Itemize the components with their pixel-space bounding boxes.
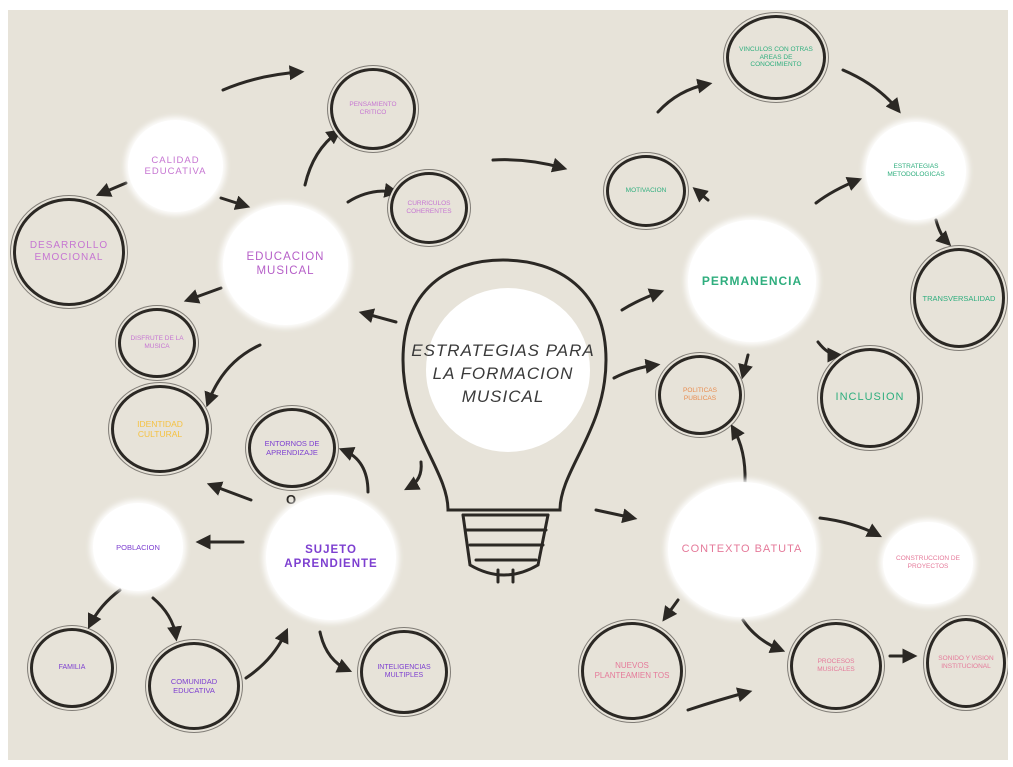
node-curriculos-coherentes[interactable]: CURRICULOS COHERENTES [390,172,468,244]
node-politicas-publicas[interactable]: POLITICAS PUBLICAS [658,355,742,435]
node-label: SONIDO Y VISION INSTITUCIONAL [938,655,994,670]
node-vinculos[interactable]: VINCULOS CON OTRAS AREAS DE CONOCIMIENTO [726,15,826,100]
node-educacion-musical[interactable]: EDUCACION MUSICAL [223,205,348,325]
node-construccion-proyectos[interactable]: CONSTRUCCION DE PROYECTOS [883,522,973,604]
node-label: SUJETO APRENDIENTE [284,543,378,570]
node-poblacion[interactable]: POBLACION [93,503,183,591]
node-sujeto-aprendiente[interactable]: SUJETO APRENDIENTE [266,495,396,620]
node-nuevos-planteamientos[interactable]: NUEVOS PLANTEAMIEN TOS [581,622,683,720]
node-inteligencias-multiples[interactable]: INTELIGENCIAS MULTIPLES [360,630,448,714]
node-desarrollo-emocional[interactable]: DESARROLLO EMOCIONAL [13,198,125,306]
node-label: IDENTIDAD CULTURAL [137,418,183,439]
node-label: EDUCACION MUSICAL [246,251,325,277]
central-title: ESTRATEGIAS PARA LA FORMACION MUSICAL [411,341,595,406]
node-label: MOTIVACION [625,187,667,195]
node-label: INCLUSION [835,391,905,404]
node-label: NUEVOS PLANTEAMIEN TOS [594,661,670,680]
node-procesos-musicales[interactable]: PROCESOS MUSICALES [790,622,882,710]
node-calidad-educativa[interactable]: CALIDAD EDUCATIVA [128,120,223,212]
node-label: DISFRUTE DE LA MUSICA [130,335,184,350]
node-label: COMUNIDAD EDUCATIVA [170,677,218,695]
node-sonido-vision[interactable]: SONIDO Y VISION INSTITUCIONAL [926,618,1006,708]
node-label: DESARROLLO EMOCIONAL [29,240,109,263]
node-label: PENSAMIENTO CRITICO [349,101,397,116]
lightbulb-icon [401,258,608,584]
node-transversalidad[interactable]: TRANSVERSALIDAD [913,248,1005,348]
node-label: INTELIGENCIAS MULTIPLES [377,663,431,679]
connector-layer [87,65,952,712]
node-contexto-batuta[interactable]: CONTEXTO BATUTA [668,482,816,617]
node-permanencia[interactable]: PERMANENCIA [688,220,816,342]
node-disfrute-musica[interactable]: DISFRUTE DE LA MUSICA [118,308,196,378]
o-label: O [286,492,297,507]
node-label: CURRICULOS COHERENTES [406,200,452,215]
node-label: ENTORNOS DE APRENDIZAJE [264,439,320,457]
node-motivacion[interactable]: MOTIVACION [606,155,686,227]
node-label: POBLACION [116,542,160,552]
node-pensamiento-critico[interactable]: PENSAMIENTO CRITICO [330,68,416,150]
mind-map-canvas: ESTRATEGIAS PARA LA FORMACION MUSICAL ED… [8,10,1008,760]
node-comunidad-educativa[interactable]: COMUNIDAD EDUCATIVA [148,642,240,730]
node-label: PROCESOS MUSICALES [817,658,855,673]
node-label: CALIDAD EDUCATIVA [144,154,207,177]
node-familia[interactable]: FAMILIA [30,628,114,708]
node-entornos-aprendizaje[interactable]: ENTORNOS DE APRENDIZAJE [248,408,336,488]
node-identidad-cultural[interactable]: IDENTIDAD CULTURAL [111,385,209,473]
node-label: ESTRATEGIAS METODOLOGICAS [887,163,945,178]
node-label: PERMANENCIA [701,273,803,288]
node-label: CONSTRUCCION DE PROYECTOS [896,555,960,570]
node-label: CONTEXTO BATUTA [681,542,803,555]
node-label: FAMILIA [58,663,86,671]
node-estrategias-metodologicas[interactable]: ESTRATEGIAS METODOLOGICAS [866,122,966,220]
node-inclusion[interactable]: INCLUSION [820,348,920,448]
node-label: TRANSVERSALIDAD [922,293,996,303]
node-label: POLITICAS PUBLICAS [683,387,717,402]
node-label: VINCULOS CON OTRAS AREAS DE CONOCIMIENTO [739,45,813,69]
